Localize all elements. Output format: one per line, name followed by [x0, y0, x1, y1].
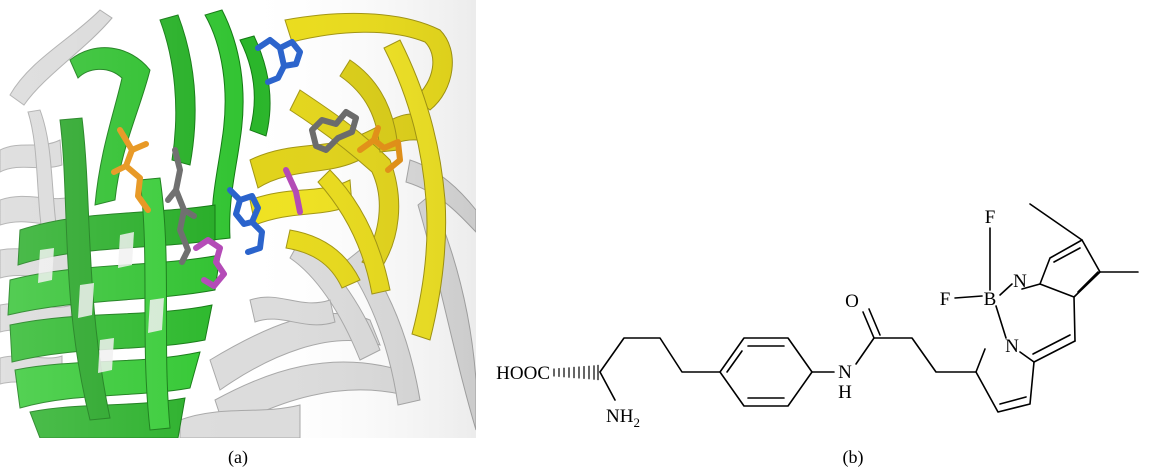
meso-double-b [1032, 334, 1071, 355]
pyrrole-low-double [999, 396, 1027, 405]
pyrrole-low-ring [975, 351, 1035, 413]
meso-double-a [1033, 340, 1076, 363]
b-n-top-bond [999, 283, 1013, 296]
b-f-left-bond [954, 295, 983, 299]
amide-hydrogen-label: H [838, 382, 852, 403]
alkyl-chain [599, 337, 721, 373]
panel-b-chemical-structure [553, 203, 1139, 413]
fluorine-top-label: F [985, 207, 996, 228]
pyrrole-low-c-n [975, 348, 986, 373]
carbonyl-double-bond-a [862, 311, 875, 339]
pyrrole-up-double-1 [1077, 271, 1099, 293]
atom-labels: HOOC NH2 O N H B F F N N [496, 207, 1027, 430]
panel-a-caption: (a) [228, 447, 248, 468]
panel-a-protein-structure [0, 0, 476, 438]
n-carbonyl-bond [855, 337, 875, 365]
pyrrole-up-ring-b [1039, 239, 1101, 298]
fluorine-left-label: F [940, 289, 951, 310]
benzene-ring [719, 337, 813, 407]
carbonyl-oxygen-label: O [845, 291, 859, 312]
propanoyl-chain [873, 337, 977, 373]
boron-label: B [984, 289, 997, 310]
amine-bond [599, 371, 616, 401]
panel-b-caption: (b) [843, 447, 864, 468]
pyrrole-top-nitrogen-label: N [1013, 271, 1027, 292]
acid-label: HOOC [496, 363, 550, 384]
pyrrole-up-double-2 [1053, 247, 1081, 263]
carbonyl-double-bond-b [868, 308, 881, 336]
pyrrole-up-ring-a [1021, 283, 1076, 342]
b-n-bottom-bond [995, 305, 1007, 339]
hashed-wedge-bond [553, 364, 599, 381]
benzene-double-bond-3 [726, 350, 743, 373]
amine-label: NH2 [606, 406, 640, 430]
methyl-top [1029, 203, 1083, 241]
pyrrole-bottom-nitrogen-label: N [1005, 336, 1019, 357]
amide-nitrogen-label: N [838, 362, 852, 383]
